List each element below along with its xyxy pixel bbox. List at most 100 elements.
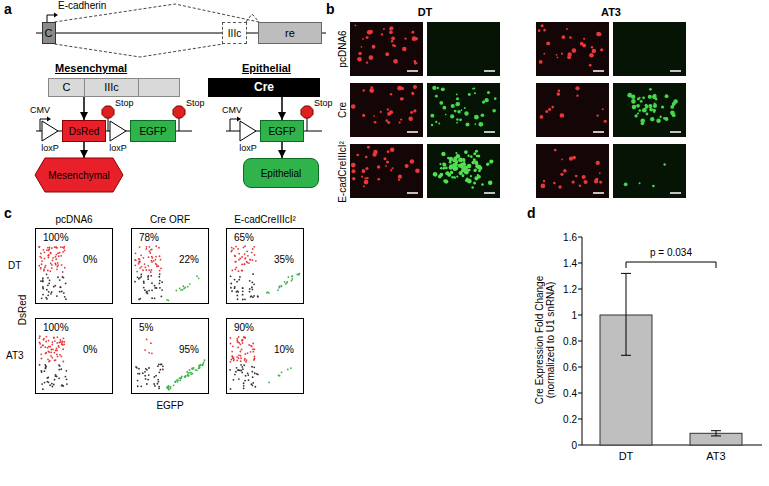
cell-dot xyxy=(355,25,357,27)
cell-dot xyxy=(600,48,603,51)
cell-dot xyxy=(46,381,48,383)
cell-dot xyxy=(42,288,44,290)
cell-dot xyxy=(145,269,147,271)
cell-dot xyxy=(405,164,409,168)
cell-dot xyxy=(154,285,156,287)
cell-dot xyxy=(286,281,288,283)
cell-dot xyxy=(416,62,418,64)
cell-dot xyxy=(143,280,145,282)
cell-dot xyxy=(60,368,62,370)
cell-dot xyxy=(179,287,181,289)
cell-dot xyxy=(449,161,452,164)
cell-dot xyxy=(39,335,41,337)
cell-dot xyxy=(413,85,417,89)
cell-dot xyxy=(150,271,152,273)
cell-dot xyxy=(604,120,607,123)
cell-dot xyxy=(157,379,159,381)
cell-dot xyxy=(672,113,676,117)
cell-dot xyxy=(189,369,191,371)
cell-dot xyxy=(453,176,456,179)
cell-dot xyxy=(45,366,47,368)
cell-dot xyxy=(147,379,149,381)
cell-dot xyxy=(247,255,249,257)
cell-dot xyxy=(159,270,161,272)
cell-dot xyxy=(47,294,49,296)
dsred-gene-box: DsRed xyxy=(62,120,106,142)
cell-dot xyxy=(43,270,45,272)
cell-dot xyxy=(450,114,454,118)
cell-dot xyxy=(236,367,238,369)
cell-dot xyxy=(642,97,645,100)
cell-dot xyxy=(230,275,232,277)
cell-dot xyxy=(173,384,175,386)
cell-dot xyxy=(554,149,557,152)
cell-dot xyxy=(538,29,541,32)
cell-dot xyxy=(59,365,61,367)
cell-dot xyxy=(242,339,244,341)
cell-dot xyxy=(243,364,245,366)
cell-dot xyxy=(148,290,150,292)
cell-dot xyxy=(57,252,59,254)
cell-dot xyxy=(48,249,50,251)
cell-dot xyxy=(41,263,43,265)
cell-dot xyxy=(61,355,63,357)
cell-dot xyxy=(53,352,55,354)
micrograph xyxy=(350,83,423,137)
cell-dot xyxy=(57,264,59,266)
cell-dot xyxy=(146,291,148,293)
cell-dot xyxy=(60,341,62,343)
cell-dot xyxy=(236,281,238,283)
cell-dot xyxy=(291,276,293,278)
cell-dot xyxy=(162,365,164,367)
cell-dot xyxy=(247,352,249,354)
cell-dot xyxy=(234,261,236,263)
cell-dot xyxy=(390,169,392,171)
cell-dot xyxy=(238,378,240,380)
cell-dot xyxy=(230,388,232,390)
cell-dot xyxy=(158,363,160,365)
cell-dot xyxy=(367,146,370,149)
cell-dot xyxy=(431,124,433,126)
micrograph xyxy=(613,144,686,198)
cell-dot xyxy=(54,246,56,248)
cell-dot xyxy=(362,169,366,173)
cell-dot xyxy=(151,248,153,250)
cell-dot xyxy=(358,52,361,55)
cell-dot xyxy=(146,383,148,385)
stop-label: Stop xyxy=(314,99,333,109)
cell-dot xyxy=(457,110,461,114)
cell-dot xyxy=(230,359,232,361)
cell-dot xyxy=(241,264,243,266)
cell-dot xyxy=(391,40,394,43)
tick-label: 0.6 xyxy=(563,362,577,373)
scale-bar xyxy=(670,70,681,72)
cell-dot xyxy=(432,86,436,90)
cell-dot xyxy=(158,371,160,373)
cell-dot xyxy=(467,155,469,157)
significance-bracket xyxy=(626,262,716,268)
cell-dot xyxy=(237,248,239,250)
cell-dot xyxy=(631,99,636,104)
cell-dot xyxy=(55,256,57,258)
cell-dot xyxy=(543,53,545,55)
cell-dot xyxy=(196,275,198,277)
cell-dot xyxy=(56,342,58,344)
node-text: IIIc xyxy=(85,79,139,96)
percentage: 0% xyxy=(82,254,98,265)
tick-label: 1.2 xyxy=(563,284,577,295)
cell-dot xyxy=(176,379,178,381)
cell-dot xyxy=(144,289,146,291)
cell-dot xyxy=(240,357,242,359)
promoter-arrow xyxy=(230,119,238,131)
cell-dot xyxy=(241,270,243,272)
cell-dot xyxy=(244,298,246,300)
cell-dot xyxy=(238,270,240,272)
cell-dot xyxy=(392,44,395,47)
cell-dot xyxy=(59,279,61,281)
cell-dot xyxy=(40,280,42,282)
cell-dot xyxy=(482,100,485,103)
cell-dot xyxy=(242,287,244,289)
cell-dot xyxy=(195,369,197,371)
cell-dot xyxy=(241,256,243,258)
cell-dot xyxy=(55,374,57,376)
